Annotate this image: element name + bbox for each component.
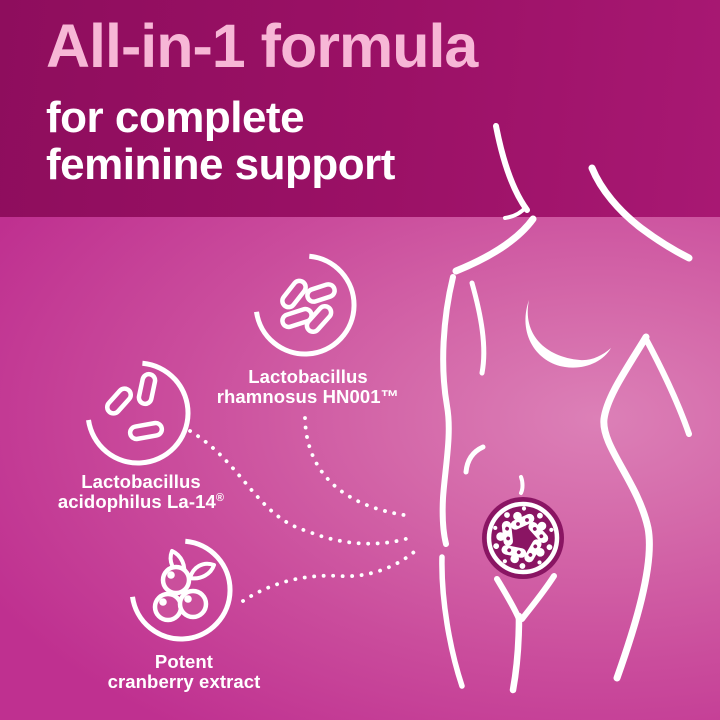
dotted-connectors bbox=[188, 416, 416, 603]
bacteria-rods-circle-icon bbox=[86, 360, 191, 466]
right-arm-line bbox=[643, 336, 692, 437]
collarbone-tick bbox=[503, 205, 528, 220]
berry-highlight-dots bbox=[159, 571, 192, 606]
pelvic-y-right-branch bbox=[519, 573, 557, 622]
left-arm-line bbox=[439, 274, 456, 547]
pelvic-y-stem bbox=[509, 612, 523, 694]
ingredient-label-line1: Lactobacillus bbox=[248, 366, 368, 387]
body-section-background bbox=[0, 217, 720, 720]
ingredient-label-line1: Lactobacillus bbox=[81, 471, 201, 492]
bacteria-rods bbox=[104, 371, 165, 442]
bacteria-rods-circle-icon bbox=[254, 253, 357, 357]
left-thigh-line bbox=[439, 554, 465, 689]
pelvic-y-left-branch bbox=[494, 576, 522, 622]
probiotic-abdomen-emblem bbox=[482, 497, 564, 579]
left-shoulder-line bbox=[452, 215, 537, 275]
emblem-ring bbox=[486, 501, 560, 575]
ingredient-label-cranberry: Potent cranberry extract bbox=[52, 652, 316, 692]
ingredient-label-line2: acidophilus La-14® bbox=[57, 491, 225, 512]
female-body-outline bbox=[439, 123, 693, 694]
ingredient-label-line2: rhamnosus HN001™ bbox=[216, 386, 400, 407]
ingredient-label-line1: Potent bbox=[154, 651, 214, 672]
connector-acidophilus-to-abdomen bbox=[188, 429, 414, 546]
breast-crescent bbox=[525, 300, 611, 368]
connector-cranberry-to-abdomen bbox=[241, 550, 416, 603]
bacteria-rods bbox=[280, 278, 337, 335]
icon-open-ring bbox=[254, 253, 357, 357]
navel-mark bbox=[519, 475, 525, 495]
connector-rhamnosus-to-abdomen bbox=[303, 416, 413, 518]
right-shoulder-line bbox=[588, 164, 693, 262]
ingredient-label-rhamnosus: Lactobacillus rhamnosus HN001™ bbox=[176, 367, 440, 407]
subheadline: for complete feminine support bbox=[46, 94, 606, 188]
emblem-disc bbox=[482, 497, 564, 579]
icon-open-ring bbox=[86, 360, 191, 466]
right-waist-hip-thigh-line bbox=[600, 333, 653, 682]
cranberry-berries bbox=[152, 564, 209, 623]
neck-left-line bbox=[493, 123, 530, 213]
headline: All-in-1 formula bbox=[46, 12, 478, 80]
subheadline-line1: for complete bbox=[46, 93, 305, 142]
ingredient-label-line2: cranberry extract bbox=[107, 671, 261, 692]
left-hip-notch bbox=[463, 444, 486, 475]
icon-open-ring bbox=[130, 538, 233, 642]
subheadline-line2: feminine support bbox=[46, 140, 395, 189]
cranberry-berries-circle-icon bbox=[130, 538, 233, 642]
ingredient-label-acidophilus: Lactobacillus acidophilus La-14® bbox=[9, 472, 273, 512]
left-torso-line bbox=[469, 280, 487, 376]
